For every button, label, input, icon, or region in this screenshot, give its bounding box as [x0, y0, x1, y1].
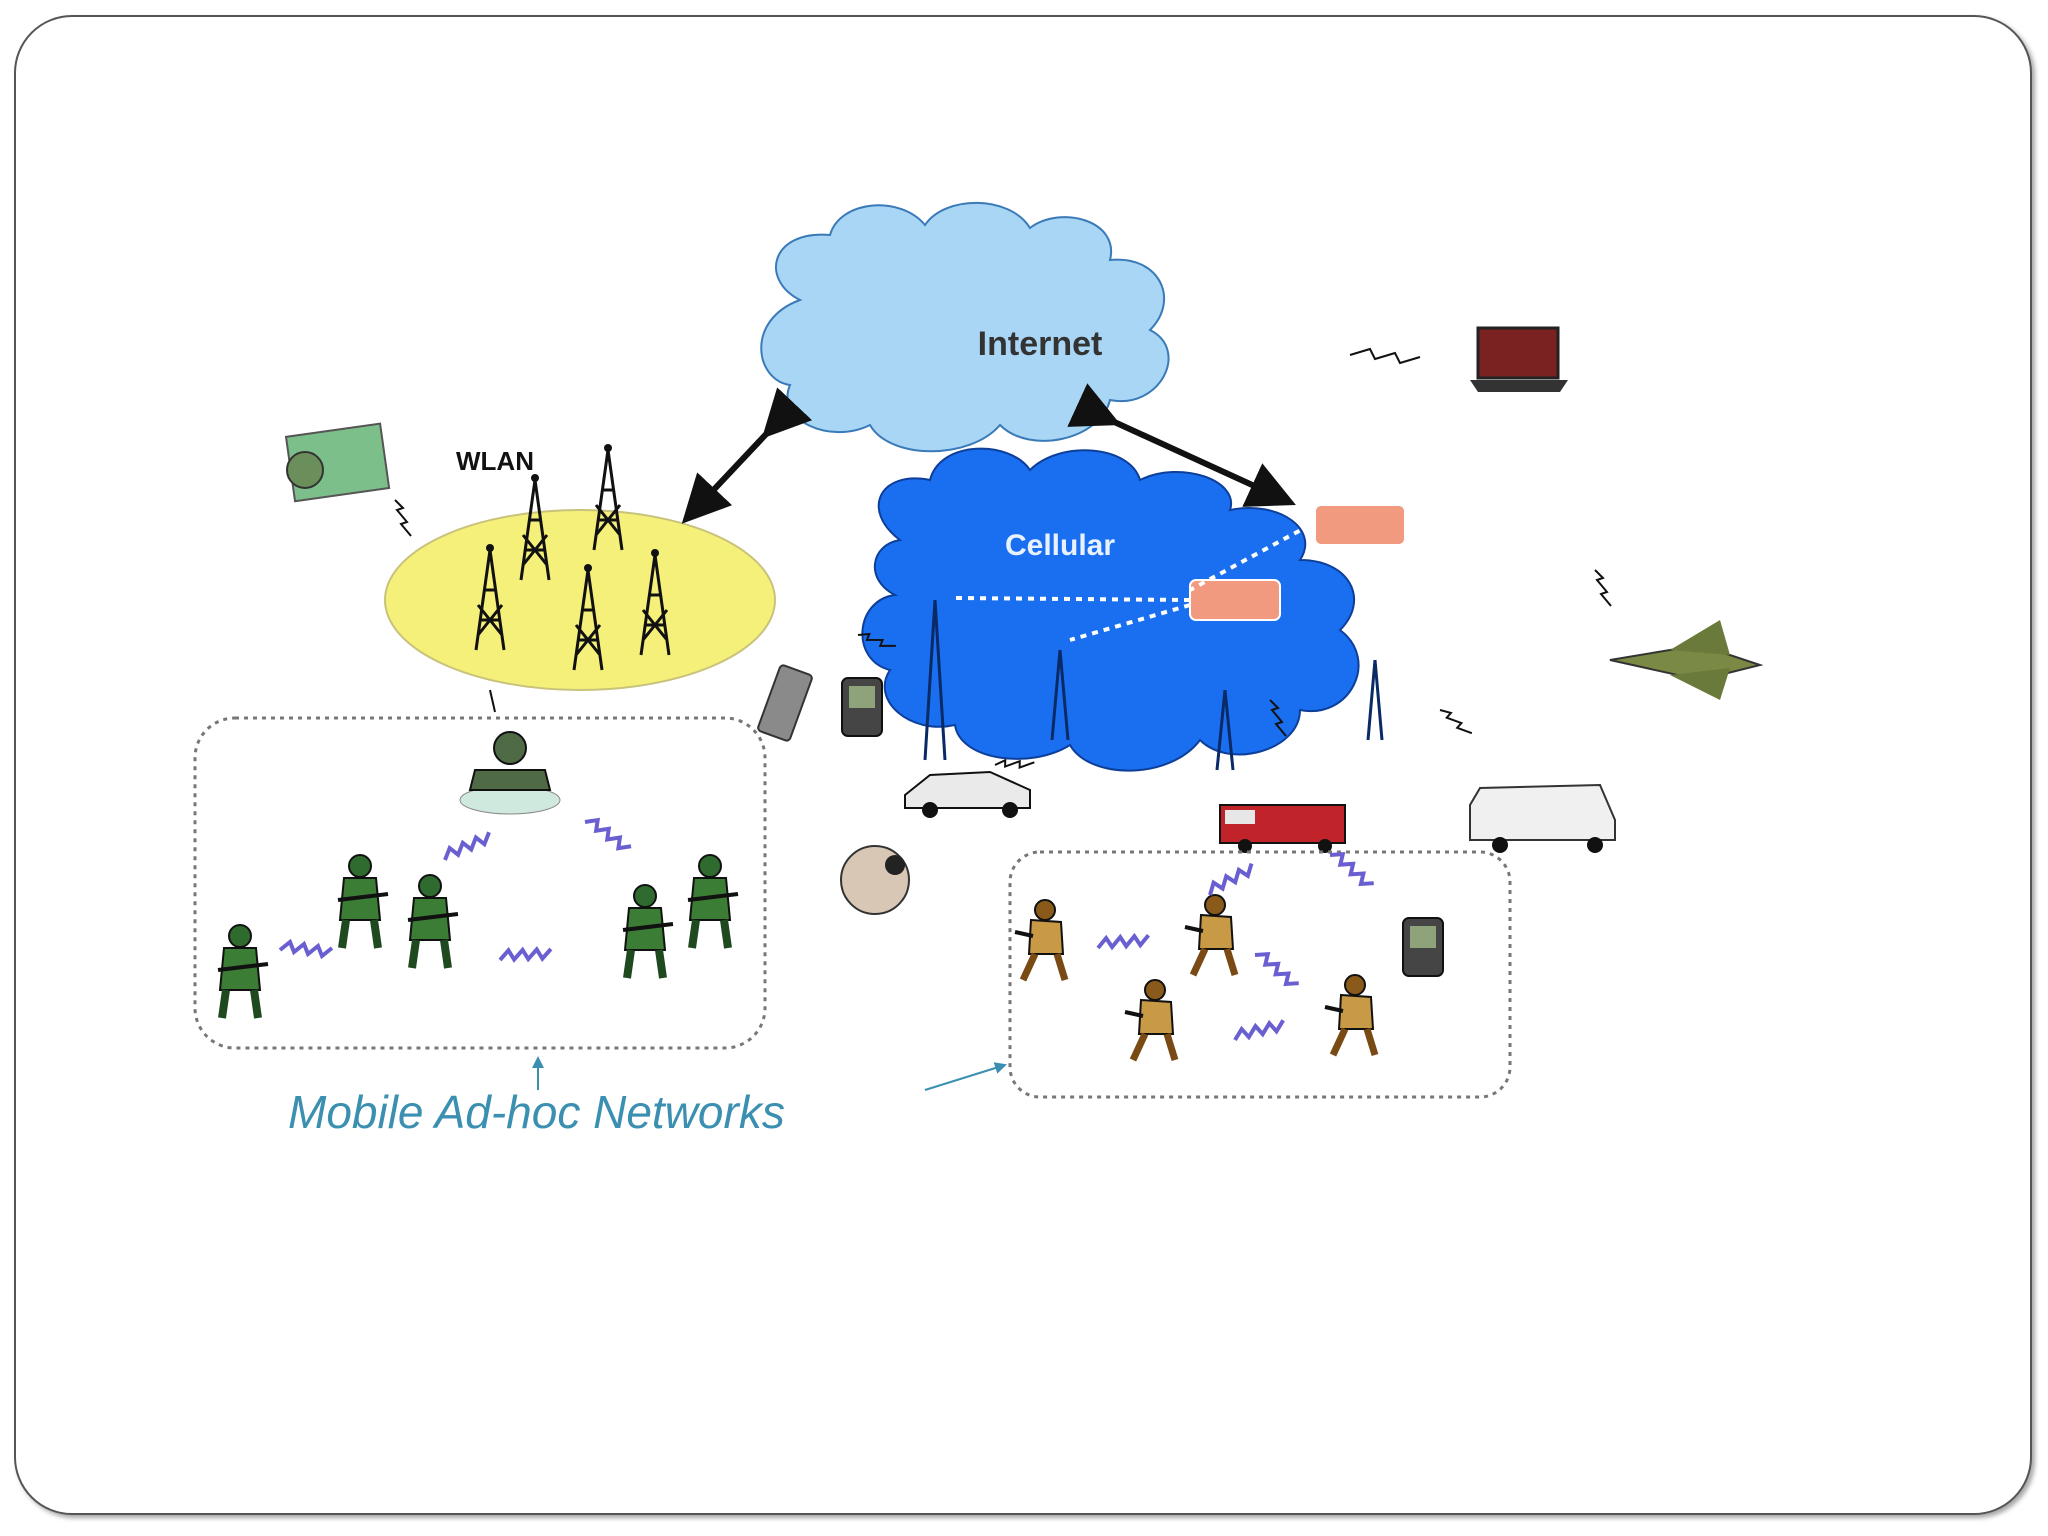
wireless-link-icon	[394, 499, 412, 537]
firefighter-icon	[1325, 975, 1375, 1055]
radio-link-icons	[278, 813, 637, 968]
router-icon	[1189, 504, 1406, 621]
firefighter-icon	[1015, 900, 1065, 980]
wlan-label: WLAN	[456, 446, 534, 476]
wireless-link-icon	[1439, 701, 1473, 743]
laptop-icon	[1470, 326, 1568, 392]
cellular-cloud: Cellular	[861, 447, 1406, 772]
soldier-icon	[338, 855, 388, 948]
pda-icon	[841, 677, 883, 737]
firefighter-icon	[1185, 895, 1235, 975]
caption-arrow-right	[924, 1062, 1007, 1091]
ambulance-van-icon	[1469, 783, 1616, 853]
tank-icon	[459, 731, 561, 815]
police-car-icon	[904, 770, 1031, 818]
aircraft-icon	[1609, 620, 1764, 700]
manet-group-soldiers	[193, 689, 767, 1050]
internet-wlan-link	[681, 387, 813, 524]
wireless-link-icon	[1594, 569, 1612, 607]
wireless-link-icon	[1349, 347, 1421, 365]
cellular-label: Cellular	[1005, 529, 1115, 562]
map-device-icon	[284, 422, 391, 503]
cell-tower-icon	[923, 599, 1384, 771]
soldier-icon	[408, 875, 458, 968]
manet-caption: Mobile Ad-hoc Networks	[288, 1086, 785, 1138]
pda-icon	[1402, 917, 1444, 977]
soldier-icon	[218, 925, 268, 1018]
mobile-phone-icon	[757, 664, 813, 742]
firefighter-icon	[1125, 980, 1175, 1060]
soldier-icon	[623, 885, 673, 978]
manet-group-firefighters	[1008, 846, 1512, 1099]
wlan-zone: WLAN	[384, 442, 776, 691]
internet-label: Internet	[978, 325, 1103, 363]
internet-cellular-link	[1067, 383, 1296, 507]
internet-cloud: Internet	[760, 201, 1170, 453]
soldier-icon	[688, 855, 738, 948]
fire-truck-icon	[1219, 804, 1346, 853]
rescue-worker-icon	[840, 845, 910, 915]
